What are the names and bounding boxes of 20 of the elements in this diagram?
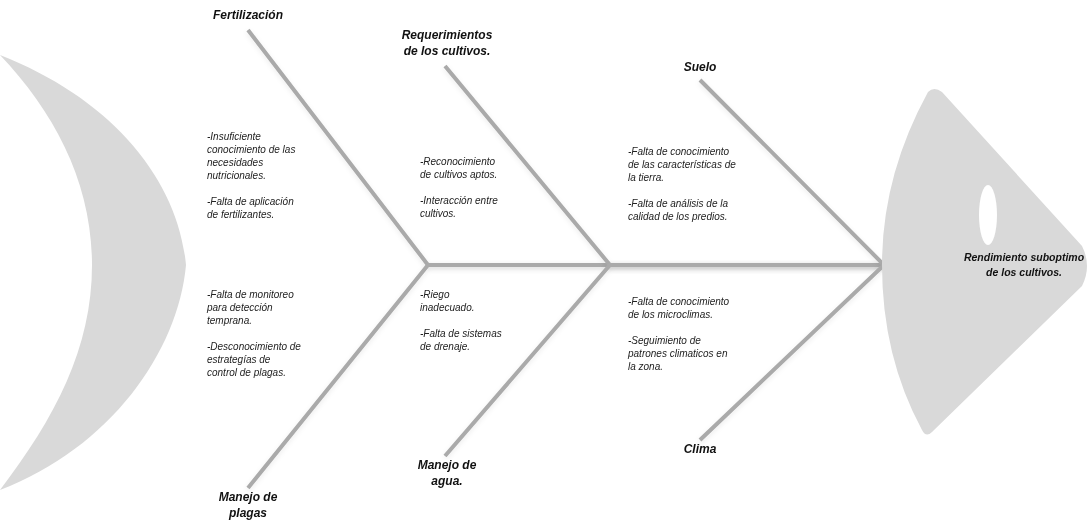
cause-text: -Falta de monitoreo para detección temprana. <box>207 288 295 327</box>
cause-text: -Insuficiente conocimiento de las necesidades nutricionales. <box>207 130 297 182</box>
category-label: Suelo <box>670 60 730 76</box>
cause-text: -Riego inadecuado. <box>420 288 476 314</box>
category-label: Manejo de agua. <box>407 458 487 490</box>
effect-text: Rendimiento suboptimo de los cultivos. <box>962 250 1086 280</box>
category-label: Fertilización <box>198 8 298 24</box>
cause-text: -Falta de conocimiento de los microclimas. <box>628 295 731 321</box>
cause-text: -Interacción entre cultivos. <box>420 194 499 220</box>
category-label: Clima <box>670 442 730 458</box>
fish-tail <box>0 55 186 490</box>
cause-text: -Falta de conocimiento de las características de la tierra. <box>628 145 736 184</box>
cause-text: -Falta de aplicación de fertilizantes. <box>207 195 295 221</box>
cause-text: -Seguimiento de patrones climaticos en la zona. <box>628 334 729 373</box>
cause-text: -Falta de análisis de la calidad de los predios. <box>628 197 730 223</box>
category-label: Requerimientos de los cultivos. <box>397 28 497 60</box>
cause-text: -Desconocimiento de estrategías de control de plagas. <box>207 340 302 379</box>
cause-text: -Reconocimiento de cultivos aptos. <box>420 155 499 181</box>
cause-text: -Falta de sistemas de drenaje. <box>420 327 503 353</box>
category-label: Manejo de plagas <box>198 490 298 522</box>
